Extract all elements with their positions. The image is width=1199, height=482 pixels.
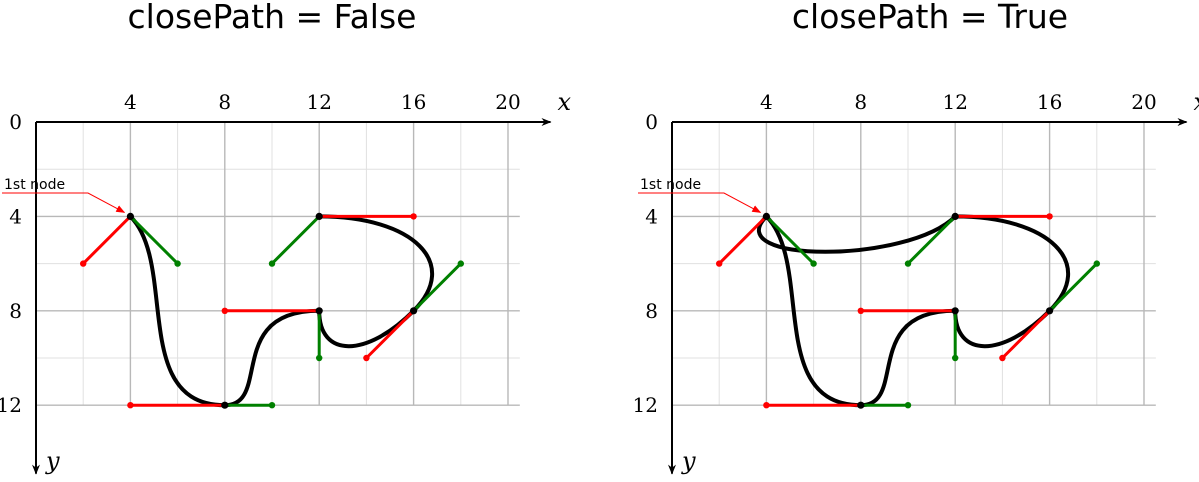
y-tick-label: 0 [9, 110, 22, 134]
y-tick-label: 0 [645, 110, 658, 134]
bezier-path [128, 214, 435, 408]
out-handle-point [268, 260, 276, 267]
bezier-path [756, 214, 1071, 408]
x-tick-label: 4 [124, 90, 137, 114]
first-node-callout: 1st node [638, 177, 762, 213]
x-tick-label: 16 [401, 90, 426, 114]
first-node-arrow [2, 192, 126, 213]
x-tick-label: 12 [942, 90, 967, 114]
node-point [315, 212, 323, 220]
panel-title: closePath = False [128, 0, 417, 36]
in-handle-point [363, 354, 370, 362]
x-axis-label: x [1194, 88, 1199, 116]
node-point [221, 401, 229, 409]
out-handle-point [174, 260, 181, 267]
out-handle-point [810, 260, 817, 267]
x-tick-label: 8 [854, 90, 867, 114]
out-handle-line [412, 262, 462, 312]
panel-title: closePath = True [792, 0, 1068, 36]
node-point [762, 212, 771, 220]
out-handle-line [129, 215, 179, 265]
in-handle-line [82, 215, 132, 265]
node-point [1046, 307, 1054, 315]
in-handle-point [1046, 213, 1053, 220]
in-handle-point [127, 402, 134, 409]
tick-labels: 4 8 12 16 20 0 4 8 12 [0, 90, 521, 417]
out-handle-point [904, 260, 912, 267]
in-handle-point [221, 307, 228, 314]
first-node-callout: 1st node [2, 177, 126, 213]
in-handle-line [1001, 309, 1051, 360]
out-handle-line [1048, 262, 1098, 312]
out-handle-point [457, 260, 464, 267]
in-handle-line [718, 215, 768, 265]
out-handle-point [952, 354, 959, 362]
x-tick-label: 4 [760, 90, 773, 114]
bezier-curve [128, 214, 435, 408]
axes: xy [32, 88, 572, 475]
bezier-curve [756, 214, 1071, 408]
out-handle-line [906, 215, 957, 265]
y-tick-label: 8 [9, 299, 22, 323]
y-tick-label: 4 [645, 204, 658, 228]
first-node-label: 1st node [4, 177, 65, 193]
in-handle-point [410, 213, 417, 220]
in-handle-point [857, 307, 864, 314]
y-tick-label: 12 [0, 393, 22, 417]
node-point [857, 401, 865, 409]
x-axis-label: x [558, 88, 572, 116]
out-handle-point [904, 402, 912, 409]
axes: xy [668, 88, 1199, 475]
in-handle-point [999, 354, 1006, 362]
in-handle-line [365, 309, 415, 360]
node-point [951, 212, 959, 220]
y-tick-label: 8 [645, 299, 658, 323]
out-handle-point [268, 402, 276, 409]
control-handles [716, 212, 1101, 409]
first-node-label: 1st node [640, 177, 701, 193]
x-tick-label: 8 [218, 90, 231, 114]
y-tick-label: 4 [9, 204, 22, 228]
in-handle-point [763, 402, 770, 409]
first-node-arrow [638, 192, 762, 213]
node-point [126, 212, 134, 220]
node-point [410, 307, 418, 315]
in-handle-point [80, 260, 87, 267]
out-handle-point [316, 354, 323, 362]
y-tick-label: 12 [633, 393, 658, 417]
node-point [315, 307, 323, 315]
y-axis-label: y [681, 447, 696, 475]
control-handles [80, 212, 464, 409]
y-axis-label: y [45, 447, 60, 475]
x-tick-label: 12 [306, 90, 331, 114]
out-handle-point [1093, 260, 1101, 267]
x-tick-label: 20 [1131, 90, 1156, 114]
out-handle-line [765, 215, 815, 265]
x-tick-label: 16 [1037, 90, 1062, 114]
in-handle-point [716, 260, 723, 267]
node-point [951, 307, 959, 315]
out-handle-line [270, 215, 321, 265]
tick-labels: 4 8 12 16 20 0 4 8 12 [633, 90, 1157, 417]
grid [36, 122, 520, 406]
grid [672, 122, 1156, 406]
x-tick-label: 20 [495, 90, 520, 114]
